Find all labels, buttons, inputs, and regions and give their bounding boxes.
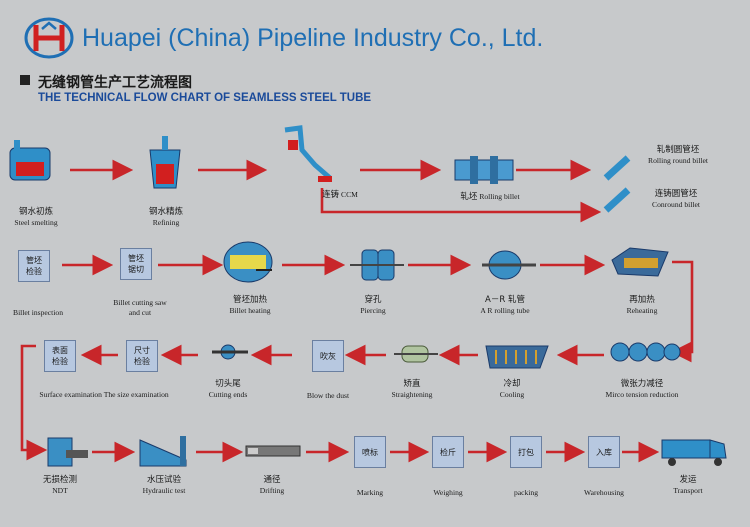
step-transport: 发运 Transport [673,475,703,495]
weighing-box: 检斤 [432,436,464,468]
step-packing: packing [513,488,539,497]
steel-smelting-icon [9,140,51,181]
step-warehousing: Warehousing [584,488,624,497]
tension-reduction-icon [610,342,681,362]
rolling-billet-icon [454,156,514,184]
chart-title-cn: 无缝钢管生产工艺流程图 [38,75,192,91]
step-tension-reduction: 微张力减径 Mirco tension reduction [605,379,679,399]
step-straightening: 矫直 Straightening [391,379,433,399]
hydraulic-test-icon [139,436,187,467]
step-hydraulic: 水压试验 Hydraulic test [142,475,186,495]
warehousing-box: 入库 [588,436,620,468]
chart-title-en: THE TECHNICAL FLOW CHART OF SEAMLESS STE… [38,92,372,104]
ndt-icon [47,437,88,467]
transport-truck-icon [661,439,727,466]
step-blow-dust: Blow the dust [306,391,350,400]
cutting-box: 管坯 锯切 [120,248,152,280]
ccm-icon [284,125,332,182]
step-ar-rolling: A－R 轧管 A R rolling tube [480,295,530,315]
surface-exam-box: 表面 检验 [44,340,76,372]
marking-box: 喷标 [354,436,386,468]
heating-furnace-icon [223,241,273,283]
step-rolling-billet: 轧坯 Rolling billet [460,192,520,202]
cast-billet-icon [603,187,631,213]
step-rolling-round-billet: 轧制圆管坯 Rolling round billet [648,145,708,165]
title-bullet [20,75,30,85]
cooling-bed-icon [485,345,549,369]
step-steel-smelting: 钢水初炼 Steel smelting [14,207,58,227]
blow-dust-box: 吹灰 [312,340,344,372]
step-ccm: 连铸 CCM [322,190,358,200]
step-billet-inspection: Billet inspection [13,308,63,317]
step-cooling: 冷却 Cooling [499,379,525,399]
step-drifting: 通径 Drifting [259,475,285,495]
size-exam-box: 尺寸 检验 [126,340,158,372]
step-billet-heating: 管坯加热 Billet heating [229,295,271,315]
reheating-furnace-icon [611,247,669,277]
flow-arrows [20,159,694,463]
cutting-ends-icon [212,344,248,360]
straightener-icon [394,345,438,363]
step-marking: Marking [356,488,384,497]
ar-rolling-mill-icon [482,250,536,280]
step-cutting: Billet cutting saw and cut [113,298,167,317]
step-weighing: Weighing [433,488,463,497]
step-cutting-ends: 切头尾 Cutting ends [208,379,248,399]
packing-box: 打包 [510,436,542,468]
drifting-icon [245,445,301,457]
step-piercing: 穿孔 Piercing [360,295,386,315]
company-logo [24,17,74,59]
company-name: Huapei (China) Pipeline Industry Co., Lt… [82,24,544,52]
step-cast-round-billet: 连铸圆管坯 Conround billet [652,189,700,209]
step-ndt: 无损检测 NDT [42,475,78,495]
step-refining: 钢水精炼 Refining [148,207,184,227]
billet-inspection-box: 管坯 检验 [18,250,50,282]
step-reheating: 再加热 Reheating [626,295,658,315]
step-examinations: Surface examination The size examination [39,390,169,399]
piercing-mill-icon [350,249,404,281]
refining-icon [149,136,181,189]
round-billet-icon [603,155,631,181]
